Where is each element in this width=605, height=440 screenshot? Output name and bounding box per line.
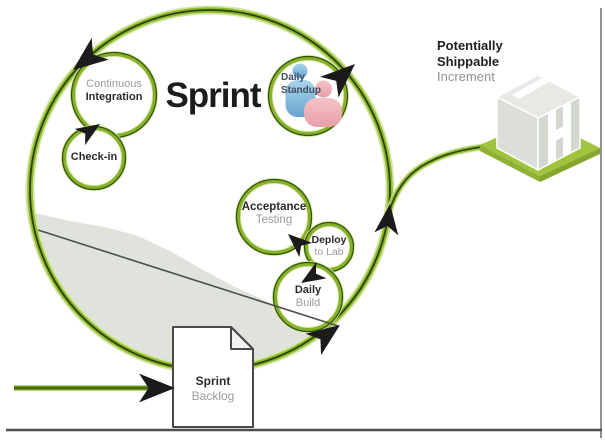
sprint-backlog-document-icon <box>172 326 254 428</box>
shippable-increment-label: Potentially Shippable Increment <box>437 38 503 84</box>
daily-standup-label: Daily Standup <box>281 72 321 96</box>
daily-build-label: Daily Build <box>294 284 322 309</box>
increment-branch-curve <box>385 142 489 214</box>
deploy-to-lab-circle <box>303 221 355 273</box>
package-box-icon <box>496 74 581 171</box>
person-icon-pink <box>304 80 342 127</box>
daily-build-circle <box>272 261 344 333</box>
continuous-integration-label: Continuous Integration <box>85 78 143 103</box>
sprint-backlog-label: Sprint Backlog <box>191 374 235 403</box>
sprint-title: Sprint <box>165 76 261 115</box>
acceptance-testing-label: Acceptance Testing <box>241 201 307 226</box>
burndown-line <box>37 229 339 327</box>
deploy-to-lab-label: Deploy to Lab <box>311 234 347 258</box>
continuous-integration-circle <box>70 51 158 139</box>
check-in-label: Check-in <box>70 151 118 163</box>
acceptance-testing-circle <box>235 178 313 256</box>
